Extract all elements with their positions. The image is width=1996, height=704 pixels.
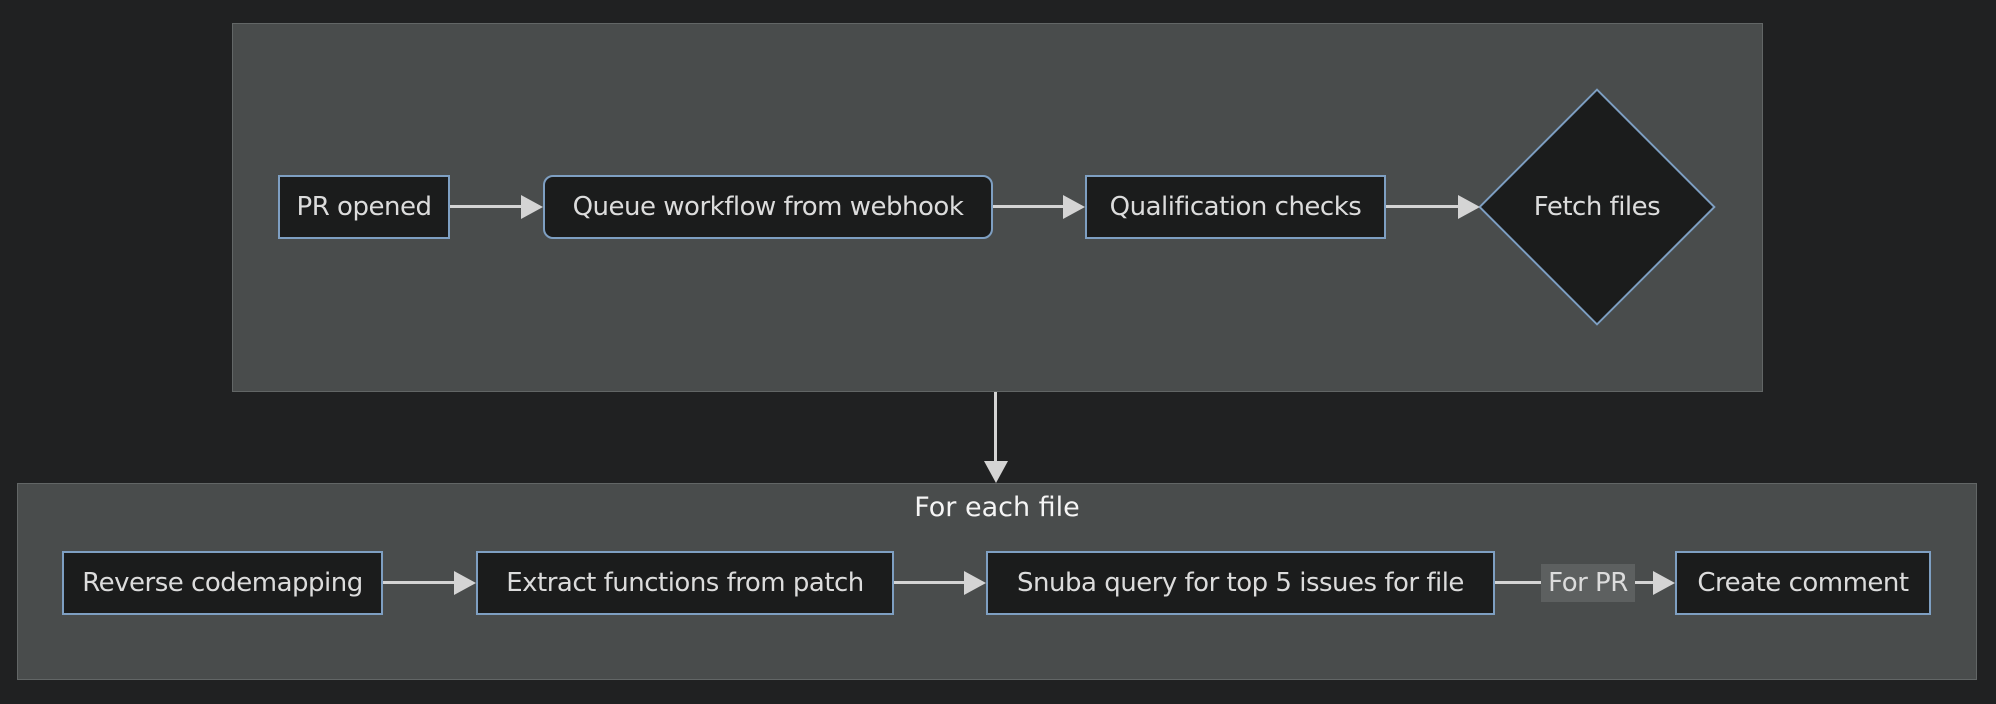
edge-label-for-pr: For PR [1541,564,1635,602]
arrowhead-right-icon [521,195,543,219]
edge-line [383,581,456,584]
arrowhead-right-icon [1458,195,1480,219]
node-snuba-query-top-5-issues: Snuba query for top 5 issues for file [986,551,1495,615]
arrowhead-right-icon [1063,195,1085,219]
edge-line [1386,205,1459,208]
node-reverse-codemapping: Reverse codemapping [62,551,383,615]
node-pr-opened: PR opened [278,175,450,239]
node-create-comment: Create comment [1675,551,1931,615]
edge-line [894,581,966,584]
node-queue-workflow-from-webhook: Queue workflow from webhook [543,175,993,239]
node-fetch-files: Fetch files [1533,192,1661,222]
node-extract-functions-from-patch: Extract functions from patch [476,551,894,615]
arrowhead-right-icon [454,571,476,595]
edge-line [994,392,997,462]
arrowhead-right-icon [964,571,986,595]
node-qualification-checks: Qualification checks [1085,175,1386,239]
edge-line [993,205,1063,208]
arrowhead-down-icon [984,461,1008,483]
foreach-subgraph-title: For each file [914,492,1080,523]
arrowhead-right-icon [1653,571,1675,595]
edge-line [450,205,525,208]
